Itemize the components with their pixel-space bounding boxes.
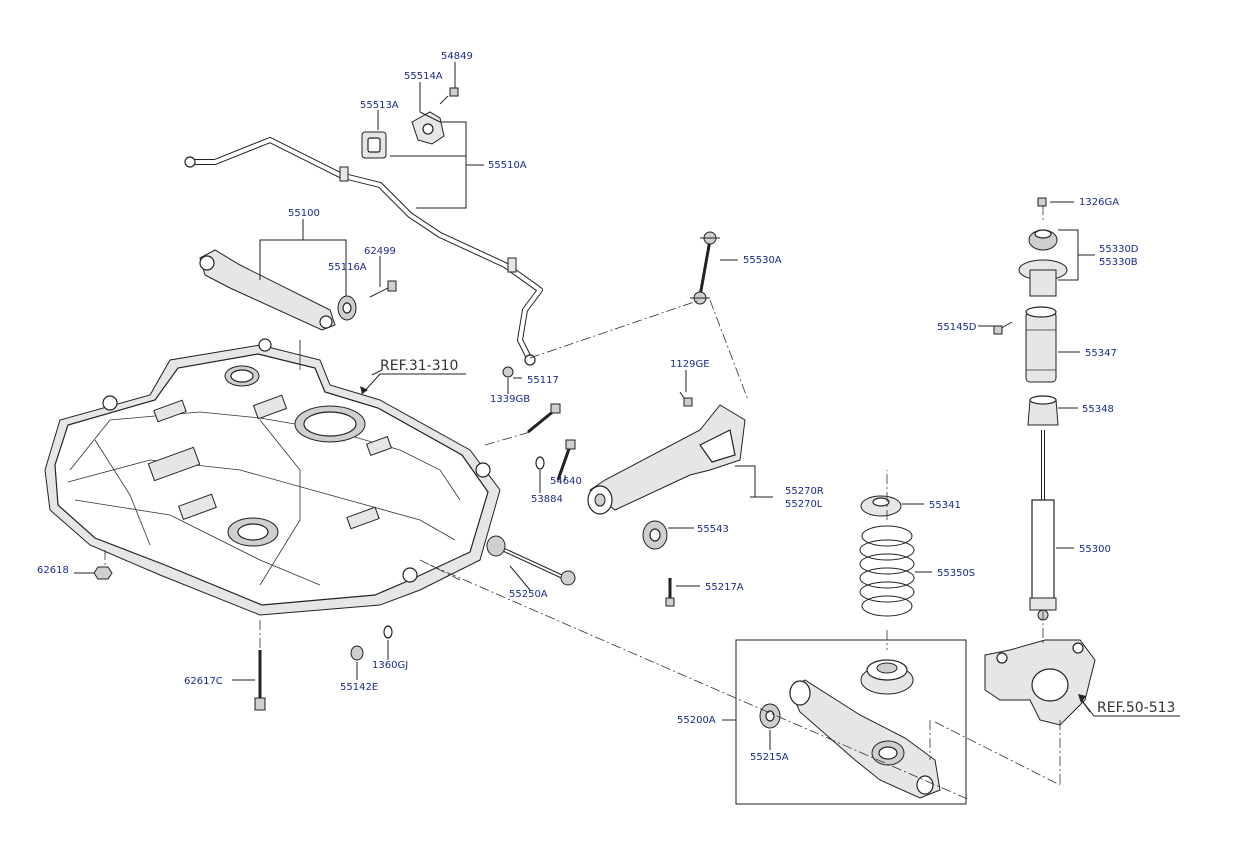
stabilizer-bracket (411, 111, 445, 145)
part-label-55514a[interactable]: 55514A (404, 71, 443, 82)
bolt-62499 (369, 280, 397, 298)
lateral-link (486, 535, 576, 586)
bolt-1129ge (679, 391, 693, 407)
nut-1326ga (1037, 197, 1047, 207)
leader-lines (74, 62, 1095, 750)
bolt-54640 (556, 439, 576, 481)
part-label-62617c[interactable]: 62617C (184, 676, 223, 687)
part-label-55350s[interactable]: 55350S (937, 568, 975, 579)
part-label-55250a[interactable]: 55250A (509, 589, 548, 600)
part-label-55215a[interactable]: 55215A (750, 752, 789, 763)
part-label-1360gj[interactable]: 1360GJ (372, 660, 408, 671)
bushing-55543 (642, 520, 668, 550)
nut-62618 (93, 566, 113, 580)
ref-arrow-31-310 (360, 373, 466, 395)
ref-arrow-50-513 (1078, 694, 1180, 717)
part-label-55217a[interactable]: 55217A (705, 582, 744, 593)
bolt-62617c (254, 650, 266, 711)
part-label-55142e[interactable]: 55142E (340, 682, 378, 693)
part-label-62618[interactable]: 62618 (37, 565, 69, 576)
lower-spring-seat (860, 659, 914, 695)
bracket-bolt-54849 (439, 87, 459, 105)
upper-arm (587, 404, 746, 515)
washer-1360gj (383, 625, 393, 639)
part-label-53884[interactable]: 53884 (531, 494, 563, 505)
part-label-55330d[interactable]: 55330D (1099, 244, 1139, 255)
part-label-55341[interactable]: 55341 (929, 500, 961, 511)
trailing-arm (199, 249, 357, 331)
part-label-54849[interactable]: 54849 (441, 51, 473, 62)
bump-stopper (1027, 395, 1059, 426)
bolt-55217a (665, 578, 675, 607)
part-label-55330b[interactable]: 55330B (1099, 257, 1138, 268)
part-label-55100[interactable]: 55100 (288, 208, 320, 219)
part-label-55116a[interactable]: 55116A (328, 262, 367, 273)
bolt-55145d (993, 321, 1013, 335)
part-label-55543[interactable]: 55543 (697, 524, 729, 535)
part-label-55530a[interactable]: 55530A (743, 255, 782, 266)
ref-label-50-513[interactable]: REF.50-513 (1097, 700, 1175, 716)
part-label-62499[interactable]: 62499 (364, 246, 396, 257)
fuel-tank (44, 338, 501, 616)
top-mount (1018, 229, 1068, 297)
spring-pad (860, 495, 902, 517)
dust-cover (1025, 306, 1057, 383)
part-labels: 54849 55514A 55513A 55510A 55100 62499 5… (37, 51, 1175, 763)
long-bolt (527, 403, 561, 434)
part-label-1339gb[interactable]: 1339GB (490, 394, 530, 405)
part-label-55513a[interactable]: 55513A (360, 100, 399, 111)
assembly-lines (104, 205, 1061, 801)
nut-1339gb (502, 366, 514, 378)
part-label-1129ge[interactable]: 1129GE (670, 359, 710, 370)
ref-label-31-310[interactable]: REF.31-310 (380, 358, 458, 374)
part-label-1326ga[interactable]: 1326GA (1079, 197, 1119, 208)
part-label-55145d[interactable]: 55145D (937, 322, 977, 333)
coil-spring (859, 525, 915, 617)
part-label-54640[interactable]: 54640 (550, 476, 582, 487)
part-label-55347[interactable]: 55347 (1085, 348, 1117, 359)
part-label-55510a[interactable]: 55510A (488, 160, 527, 171)
lower-arm-assembly-box (735, 639, 967, 805)
part-label-55270l[interactable]: 55270L (785, 499, 823, 510)
part-label-55200a[interactable]: 55200A (677, 715, 716, 726)
shock-absorber (1029, 430, 1057, 621)
stabilizer-link (690, 231, 720, 305)
part-label-55270r[interactable]: 55270R (785, 486, 824, 497)
rear-knuckle (984, 639, 1096, 726)
stabilizer-bar (184, 137, 543, 366)
part-label-55348[interactable]: 55348 (1082, 404, 1114, 415)
part-label-55300[interactable]: 55300 (1079, 544, 1111, 555)
stabilizer-bushing (361, 131, 387, 159)
nut-55142e (350, 645, 364, 661)
washer-53884 (535, 456, 545, 470)
part-label-55117[interactable]: 55117 (527, 375, 559, 386)
